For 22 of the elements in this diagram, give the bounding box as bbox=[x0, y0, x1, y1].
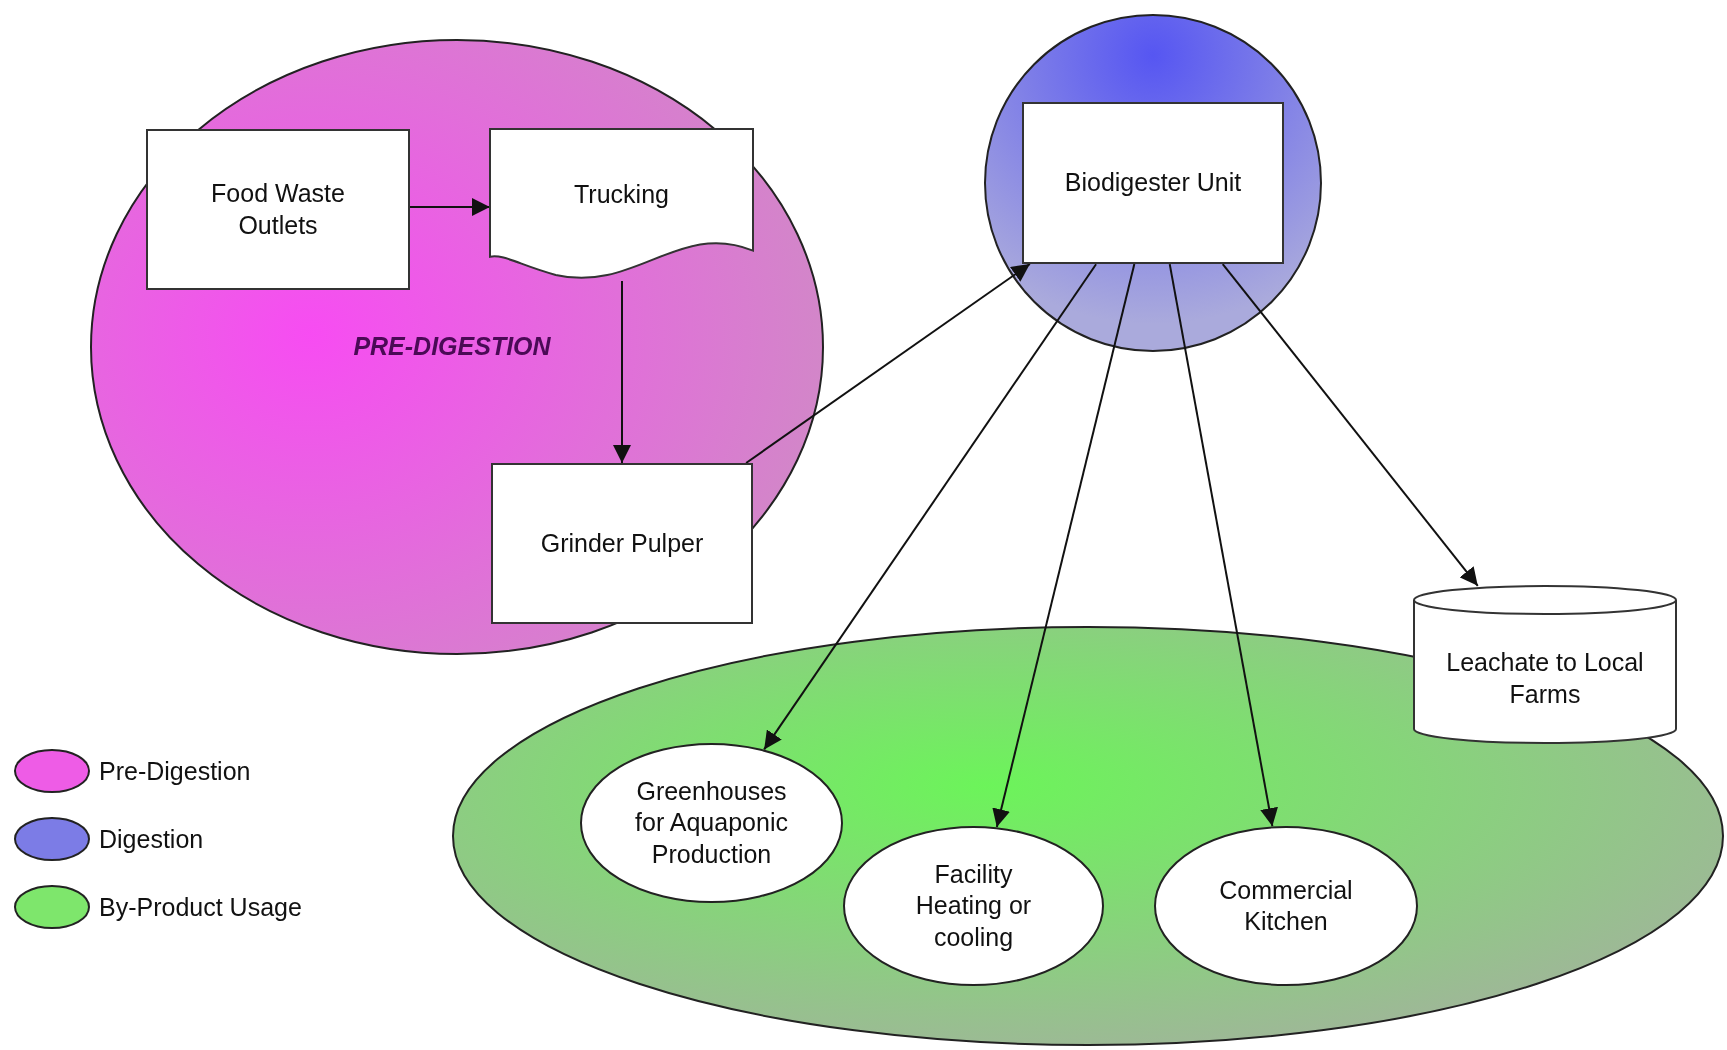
region-label: PRE-DIGESTION bbox=[353, 331, 551, 363]
arrow bbox=[1221, 263, 1479, 587]
node-label: Commercial Kitchen bbox=[1218, 874, 1354, 937]
node-label: Biodigester Unit bbox=[1064, 167, 1242, 199]
legend-label: Pre-Digestion bbox=[99, 756, 251, 786]
legend-label: Digestion bbox=[99, 824, 204, 854]
legend-label: By-Product Usage bbox=[99, 892, 302, 922]
arrow bbox=[763, 263, 1098, 751]
node-label: Food Waste Outlets bbox=[210, 178, 346, 241]
arrow bbox=[745, 263, 1031, 464]
arrow bbox=[613, 280, 631, 464]
node-label: Trucking bbox=[574, 179, 669, 211]
arrow bbox=[992, 263, 1136, 829]
node-label: Leachate to Local Farms bbox=[1445, 647, 1645, 710]
process-box bbox=[1022, 102, 1284, 264]
node-label: Facility Heating or cooling bbox=[914, 859, 1033, 953]
arrow bbox=[409, 198, 491, 216]
process-box bbox=[146, 129, 410, 290]
node-label: Grinder Pulper bbox=[540, 527, 704, 559]
arrow bbox=[1168, 263, 1278, 828]
node-label: Greenhouses for Aquaponic Production bbox=[634, 776, 789, 870]
process-box bbox=[491, 463, 753, 624]
